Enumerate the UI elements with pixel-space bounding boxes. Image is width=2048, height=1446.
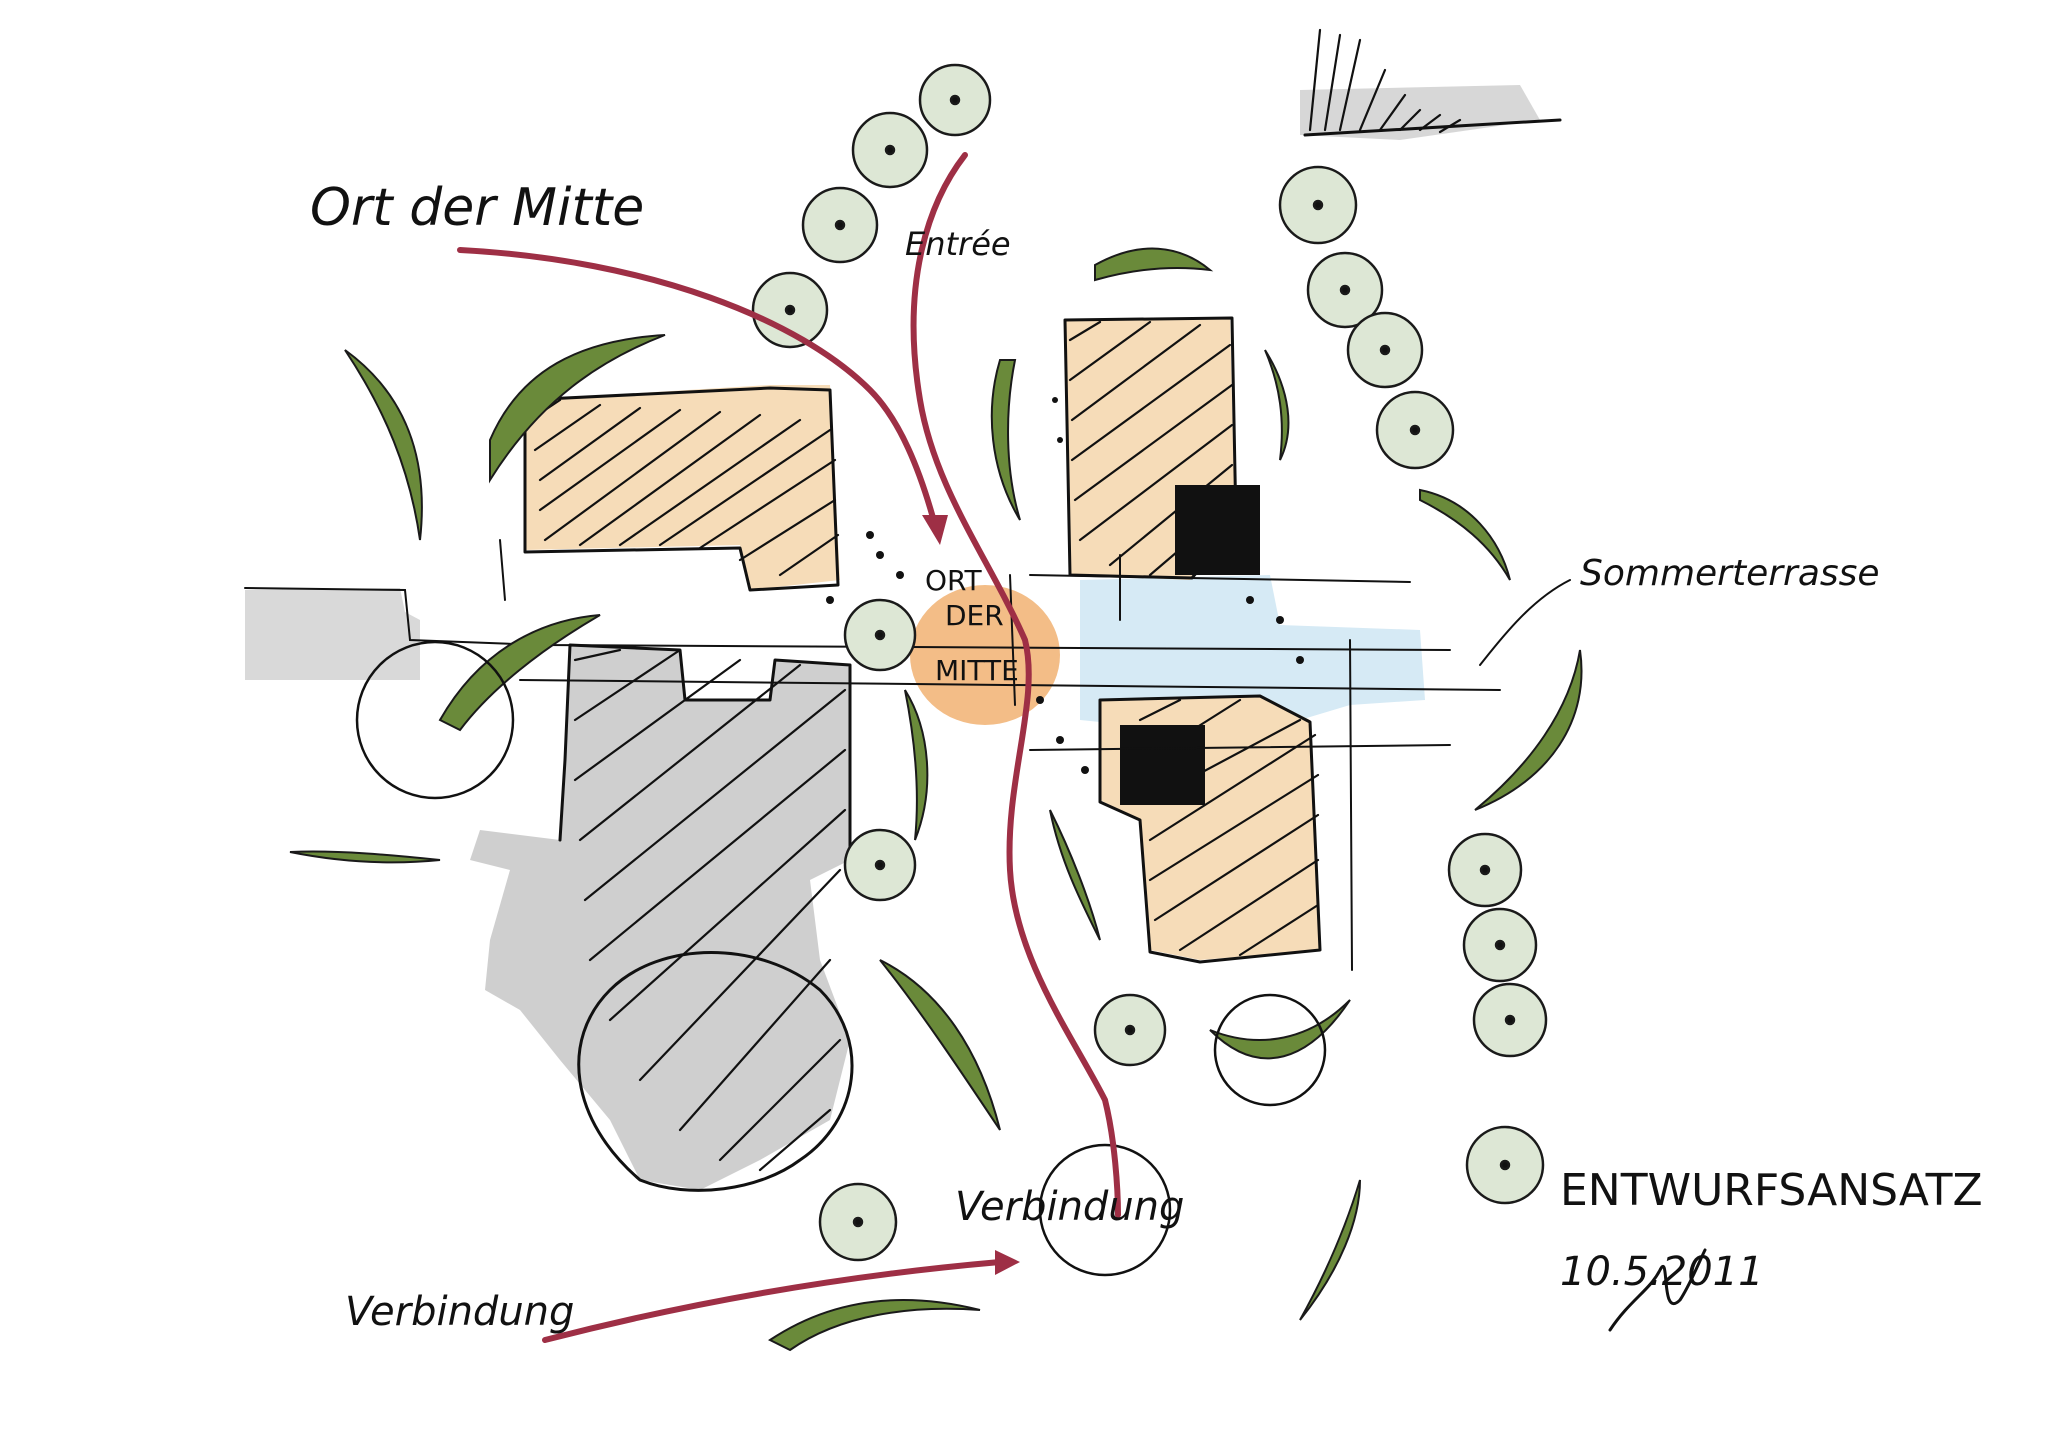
hatch-southwest — [558, 643, 854, 1192]
red-path-diagonal — [457, 247, 938, 528]
hatch-southeast — [1098, 694, 1322, 964]
signature-icon — [1608, 1248, 1707, 1332]
label-center-1: ORT — [925, 564, 982, 597]
red-path-vertical — [910, 152, 1121, 1218]
hedge-icon — [489, 334, 666, 484]
hedge-icon — [768, 1299, 981, 1352]
hedge-icon — [990, 359, 1021, 521]
tree-icon — [1472, 982, 1548, 1058]
tree-icon — [851, 111, 929, 189]
outline-circle — [355, 640, 515, 800]
tree-icon — [1375, 390, 1455, 470]
hatch-northeast — [1063, 316, 1260, 580]
sommer-leader-line — [1479, 579, 1571, 666]
corner-sketch — [1303, 28, 1562, 137]
label-verbindung-mid: Verbindung — [955, 1184, 1184, 1230]
grey-area-building — [470, 645, 850, 1190]
arrow-icon — [922, 515, 948, 545]
tree-icon — [918, 63, 992, 137]
hedge-icon — [879, 959, 1001, 1131]
hedge-icon — [1264, 349, 1290, 461]
tree-icon — [1278, 165, 1358, 245]
grey-area-corner — [1300, 85, 1540, 140]
tree-icon — [801, 186, 879, 264]
label-verbindung-left: Verbindung — [345, 1289, 574, 1335]
building-northwest — [525, 385, 840, 590]
hedge-icon — [1094, 247, 1214, 282]
hedge-icon — [289, 850, 441, 864]
hedge-icon — [344, 349, 423, 541]
tree-icon — [1346, 311, 1424, 389]
dark-block-northeast — [1175, 485, 1260, 575]
outline-circle — [1038, 1143, 1172, 1277]
hedge-icon — [1299, 1179, 1361, 1321]
grey-area-left-path — [245, 588, 420, 680]
hatching — [523, 316, 1322, 1192]
outline-circles — [355, 640, 1327, 1277]
label-date: 10.5.2011 — [1560, 1249, 1764, 1295]
tree-icon — [751, 271, 829, 349]
hedge-icon — [1209, 999, 1351, 1060]
hedge-icon — [904, 689, 929, 841]
red-path-bottom — [542, 1259, 1003, 1343]
label-center-3: MITTE — [935, 654, 1019, 687]
tree-icon — [843, 828, 917, 902]
tree-icon — [1093, 993, 1167, 1067]
label-sommerterrasse: Sommerterrasse — [1580, 553, 1880, 594]
hedge-icon — [1049, 809, 1101, 941]
hedges — [289, 247, 1583, 1352]
dark-block-southeast — [1120, 725, 1205, 805]
hedge-icon — [1419, 488, 1511, 581]
arrow-icon — [995, 1250, 1020, 1275]
central-plaza — [910, 585, 1060, 725]
hedge-icon — [438, 614, 601, 732]
tree-icon — [1447, 832, 1523, 908]
label-ort-der-mitte: Ort der Mitte — [310, 178, 644, 238]
label-center-2: DER — [945, 599, 1004, 632]
dots — [826, 397, 1304, 774]
outline-circle — [1213, 993, 1327, 1107]
street-lines — [244, 539, 1501, 971]
trees — [751, 63, 1548, 1262]
label-entwurfsansatz: ENTWURFSANSATZ — [1560, 1165, 1983, 1216]
tree-icon — [1306, 251, 1384, 329]
tree-icon — [1465, 1125, 1545, 1205]
label-entree: Entrée — [905, 225, 1011, 263]
labels: Ort der Mitte Entrée ORT DER MITTE Somme… — [310, 178, 1983, 1335]
tree-icon — [843, 598, 917, 672]
water-area — [1080, 575, 1425, 730]
hedge-icon — [1474, 649, 1583, 811]
tree-icon — [818, 1182, 898, 1262]
circulation-paths — [457, 152, 1121, 1343]
tree-icon — [1462, 907, 1538, 983]
